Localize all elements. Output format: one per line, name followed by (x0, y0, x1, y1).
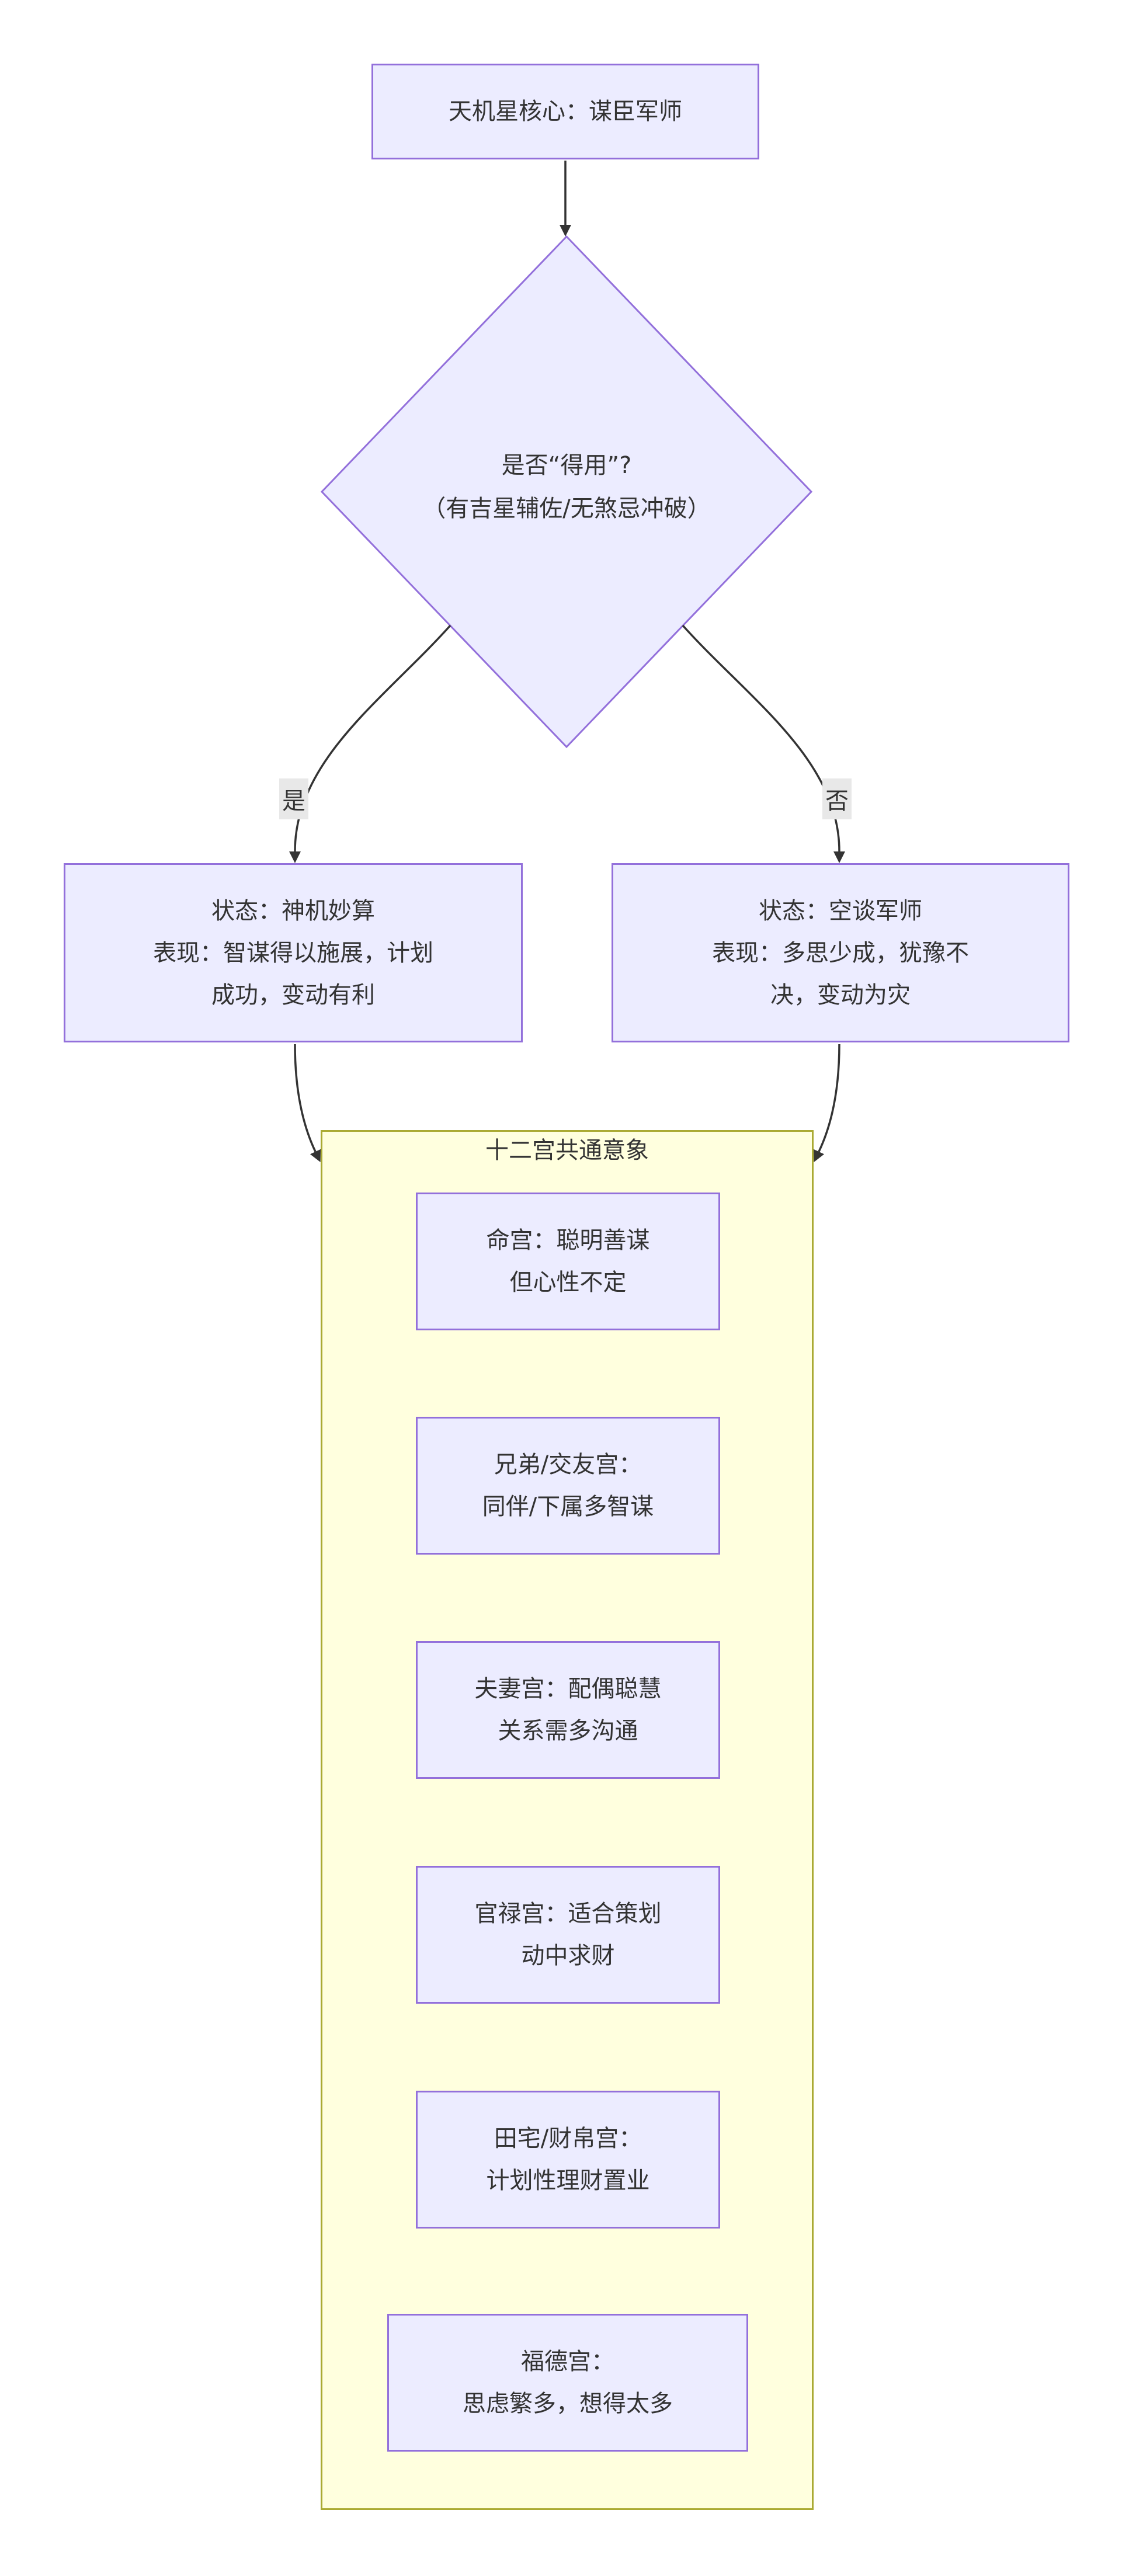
palace-card-fude: 福德宫： 思虑繁多，想得太多 (387, 2314, 748, 2452)
palace-card-xiongdi-jiaoyou: 兄弟/交友宫： 同伴/下属多智谋 (416, 1417, 720, 1555)
edge-ineffective-to-cluster (813, 1044, 840, 1163)
edge-decision-no (682, 624, 845, 863)
ineffective-state-node: 状态：空谈军师 表现：多思少成，犹豫不 决，变动为灾 (612, 863, 1069, 1042)
twelve-palaces-cluster: 十二宫共通意象 命宫：聪明善谋 但心性不定 兄弟/交友宫： 同伴/下属多智谋 夫… (321, 1130, 814, 2510)
palace-card-guanlu: 官禄宫：适合策划 动中求财 (416, 1866, 720, 2004)
decision-diamond-label: 是否“得用”? （有吉星辅佐/无煞忌冲破） (304, 444, 829, 530)
effective-state-node: 状态：神机妙算 表现：智谋得以施展，计划 成功，变动有利 (64, 863, 523, 1042)
decision-line-1: 是否“得用”? (501, 452, 632, 479)
palace-card-ming: 命宫：聪明善谋 但心性不定 (416, 1193, 720, 1330)
decision-diamond-shape (320, 235, 813, 749)
cluster-title: 十二宫共通意象 (485, 1137, 649, 1164)
yes-edge-label: 是 (279, 778, 308, 819)
edge-effective-to-cluster (294, 1044, 321, 1163)
core-node-label: 天机星核心：谋臣军师 (449, 98, 682, 125)
edge-decision-yes (289, 624, 451, 863)
palace-card-fuqi: 夫妻宫：配偶聪慧 关系需多沟通 (416, 1641, 720, 1779)
core-node: 天机星核心：谋臣军师 (371, 64, 759, 159)
decision-line-2: （有吉星辅佐/无煞忌冲破） (422, 495, 711, 522)
no-edge-label: 否 (822, 778, 852, 819)
palace-card-tianzhai-caibo: 田宅/财帛宫： 计划性理财置业 (416, 2091, 720, 2229)
